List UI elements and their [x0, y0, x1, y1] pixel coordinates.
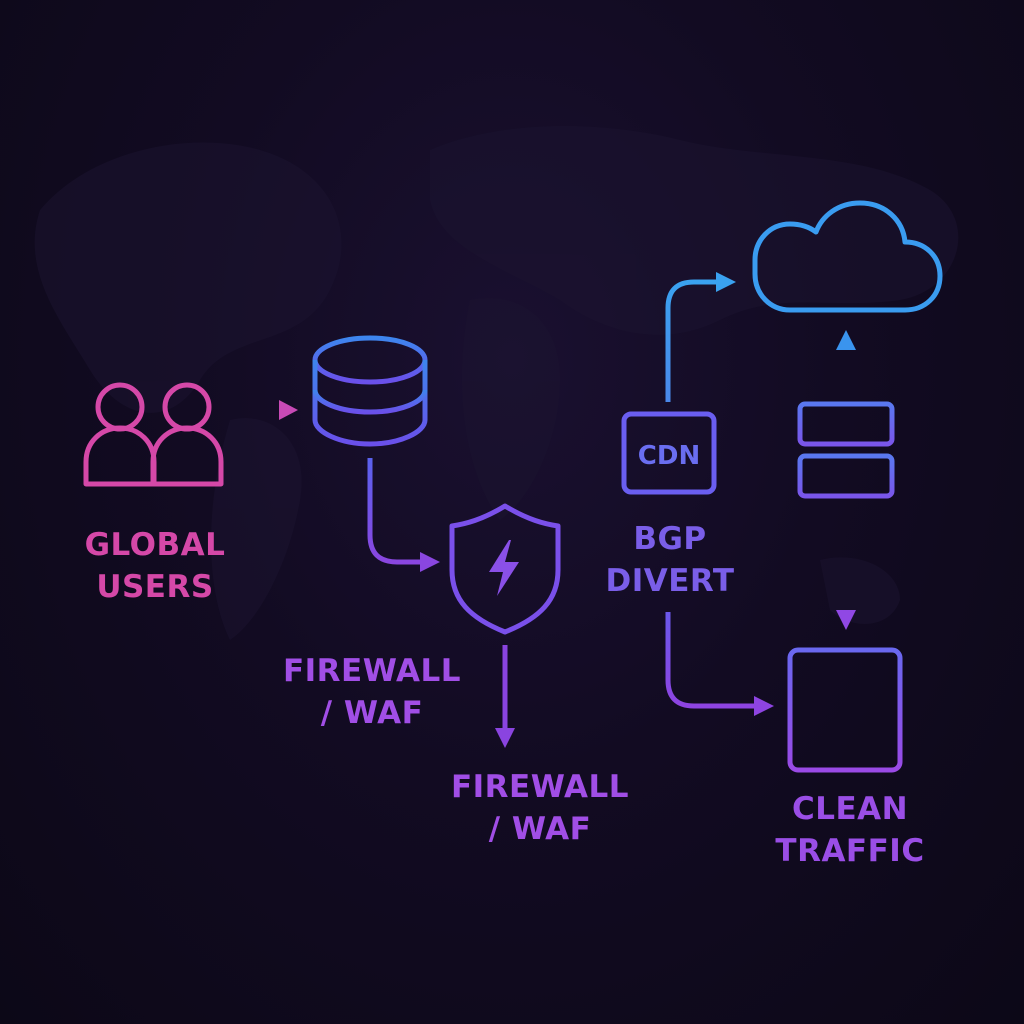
arrow-users-to-database: [232, 400, 298, 420]
clean-traffic-server-icon: [787, 647, 903, 773]
arrow-cdn-to-cloud: [665, 272, 736, 402]
arrow-database-to-firewall: [367, 458, 440, 572]
firewall-label-line2: / WAF: [320, 695, 424, 731]
firewall-label: FIREWALL / WAF: [262, 650, 482, 734]
firewall-duplicate-label-line1: FIREWALL: [450, 769, 630, 805]
clean-traffic-label-line2: TRAFFIC: [775, 833, 925, 869]
arrow-cdn-to-clean-traffic: [665, 612, 774, 716]
server-icon: [797, 401, 895, 499]
cdn-icon: CDN: [621, 411, 717, 495]
cloud-icon: [752, 200, 943, 313]
firewall-duplicate-label-line2: / WAF: [488, 811, 592, 847]
firewall-label-line1: FIREWALL: [282, 653, 462, 689]
bgp-divert-label-line1: BGP: [633, 521, 707, 557]
bgp-divert-label-line2: DIVERT: [605, 563, 735, 599]
global-users-label-line1: GLOBAL: [84, 527, 226, 563]
users-icon: [83, 382, 224, 487]
global-users-label: GLOBAL USERS: [60, 524, 250, 608]
arrow-server-to-cloud: [836, 330, 856, 392]
database-icon: [312, 335, 428, 447]
arrow-firewall-down: [495, 645, 515, 748]
shield-lightning-icon: [449, 503, 561, 635]
global-users-label-line2: USERS: [96, 569, 214, 605]
firewall-duplicate-label: FIREWALL / WAF: [430, 766, 650, 850]
world-map-background: [34, 126, 959, 640]
cdn-badge-text: CDN: [638, 441, 700, 471]
arrow-server-to-clean-traffic: [836, 508, 856, 630]
bgp-divert-label: BGP DIVERT: [580, 518, 760, 602]
clean-traffic-label: CLEAN TRAFFIC: [740, 788, 960, 872]
clean-traffic-label-line1: CLEAN: [791, 791, 909, 827]
